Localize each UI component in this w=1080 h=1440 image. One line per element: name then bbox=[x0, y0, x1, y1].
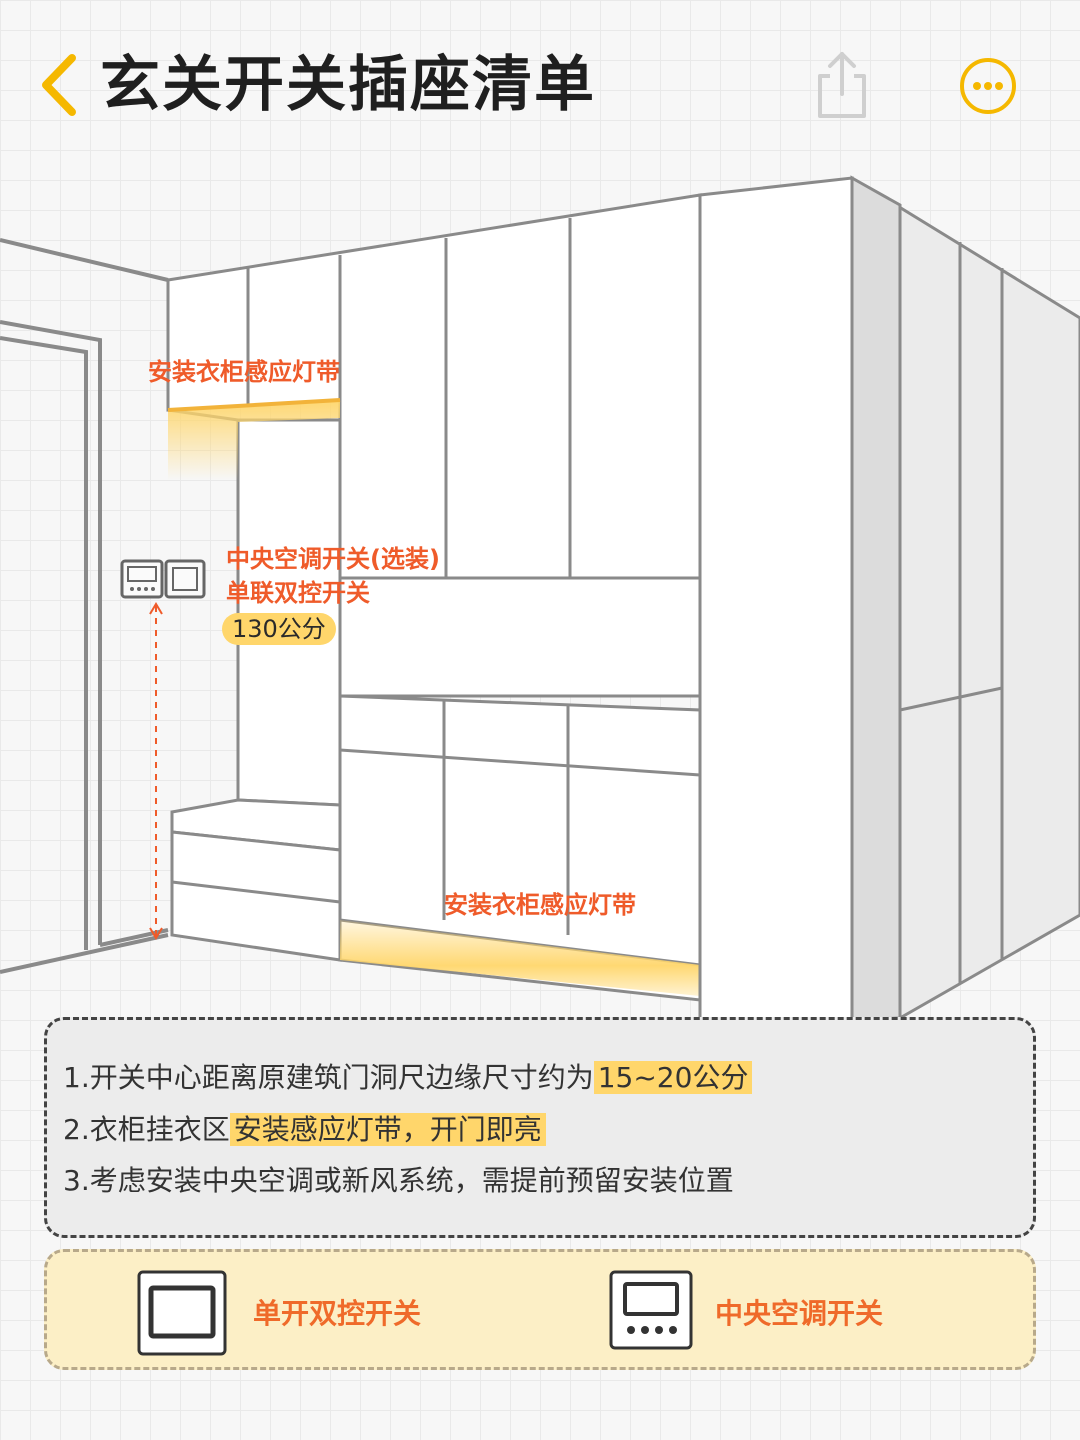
back-button[interactable] bbox=[34, 50, 94, 120]
note-item-2: 2.衣柜挂衣区安装感应灯带，开门即亮 bbox=[63, 1109, 546, 1151]
led-strip-top bbox=[168, 400, 340, 480]
note-1-highlight: 15~20公分 bbox=[593, 1061, 753, 1094]
thermostat-icon bbox=[609, 1270, 693, 1350]
note-2-highlight: 安装感应灯带，开门即亮 bbox=[229, 1113, 546, 1146]
ac-switch-label: 中央空调开关(选装) bbox=[226, 545, 440, 573]
ac-switch-panel bbox=[120, 559, 164, 599]
strip-label-bottom: 安装衣柜感应灯带 bbox=[444, 891, 636, 919]
dual-control-switch bbox=[164, 559, 206, 599]
more-dots-icon bbox=[960, 58, 1016, 114]
dual-switch-label: 单联双控开关 bbox=[226, 579, 370, 607]
lower-cabinet bbox=[338, 694, 702, 1002]
left-wall bbox=[0, 238, 169, 974]
bench bbox=[170, 798, 342, 962]
switch-icon bbox=[137, 1270, 227, 1356]
legend-label-ac-switch: 中央空调开关 bbox=[715, 1297, 884, 1330]
height-badge: 130公分 bbox=[222, 613, 336, 645]
note-item-3: 3.考虑安装中央空调或新风系统，需提前预留安装位置 bbox=[63, 1160, 734, 1202]
led-strip-bottom bbox=[340, 920, 700, 996]
more-options-button[interactable] bbox=[958, 56, 1018, 116]
note-2-text: 2.衣柜挂衣区 bbox=[63, 1113, 230, 1146]
note-3-text: 3.考虑安装中央空调或新风系统，需提前预留安装位置 bbox=[63, 1164, 734, 1197]
header-bar: 玄关开关插座清单 bbox=[0, 0, 1080, 170]
page-title: 玄关开关插座清单 bbox=[100, 50, 596, 120]
legend-box: 单开双控开关 中央空调开关 bbox=[44, 1249, 1036, 1370]
legend-label-dual-switch: 单开双控开关 bbox=[253, 1297, 422, 1330]
note-1-text: 1.开关中心距离原建筑门洞尺边缘尺寸约为 bbox=[63, 1061, 594, 1094]
open-shelf bbox=[338, 576, 702, 698]
entryway-illustration bbox=[0, 175, 1080, 1020]
share-icon bbox=[818, 52, 866, 118]
share-button[interactable] bbox=[812, 48, 872, 120]
tall-cabinet bbox=[698, 176, 854, 1020]
chevron-left-icon bbox=[42, 54, 76, 116]
side-cabinet bbox=[850, 175, 1080, 1020]
height-indicator bbox=[149, 602, 163, 940]
strip-label-top: 安装衣柜感应灯带 bbox=[148, 358, 340, 386]
